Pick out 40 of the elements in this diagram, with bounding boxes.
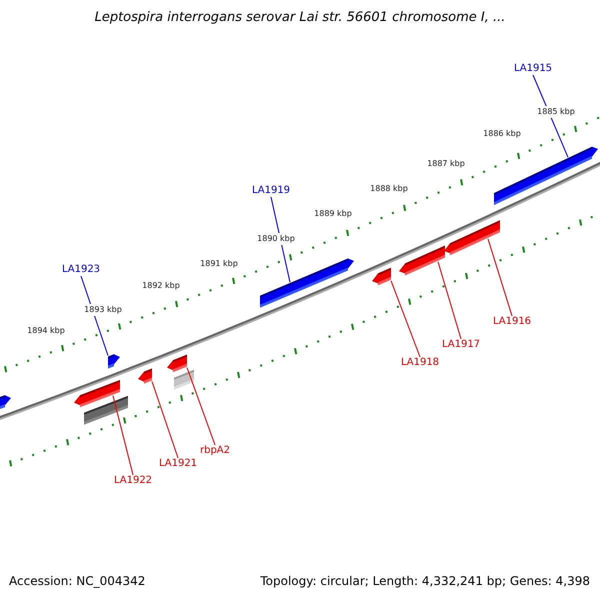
gene-feature xyxy=(108,354,120,369)
gene-feature xyxy=(84,396,128,425)
gene-label: LA1916 xyxy=(492,316,532,328)
gene-feature xyxy=(399,246,445,276)
gene-feature xyxy=(0,395,11,409)
gene-label: rbpA2 xyxy=(200,445,230,457)
scale-label: 1885 kbp xyxy=(537,106,575,118)
leader-line xyxy=(112,395,134,476)
gene-label: LA1923 xyxy=(62,264,100,276)
gene-feature xyxy=(444,220,500,256)
scale-label: 1893 kbp xyxy=(84,304,122,316)
gene-label: LA1917 xyxy=(442,339,480,351)
gene-feature xyxy=(174,370,194,390)
scale-label: 1892 kbp xyxy=(142,280,180,292)
leader-line xyxy=(152,381,178,458)
gene-label: LA1921 xyxy=(158,458,198,470)
gene-label: LA1915 xyxy=(514,63,552,75)
gene-label: LA1922 xyxy=(114,475,152,487)
gene-feature xyxy=(167,354,187,372)
scale-label: 1889 kbp xyxy=(314,208,352,220)
gene-label: LA1918 xyxy=(400,357,440,369)
leader-line xyxy=(80,276,108,356)
gene-feature xyxy=(260,258,354,308)
gene-label: LA1919 xyxy=(252,185,290,197)
scale-label: 1888 kbp xyxy=(370,183,408,195)
summary-text: Topology: circular; Length: 4,332,241 bp; Genes: 4,398 xyxy=(260,575,590,587)
leader-line xyxy=(488,238,512,316)
scale-label: 1886 kbp xyxy=(483,128,521,140)
map-title: Leptospira interrogans serovar Lai str. 56601 chromosome I, ... xyxy=(94,10,506,26)
gene-feature xyxy=(138,368,152,384)
gene-feature xyxy=(494,146,598,206)
gene-feature xyxy=(372,268,391,286)
leader-line xyxy=(438,261,462,340)
scale-label: 1887 kbp xyxy=(427,158,465,170)
accession-text: Accession: NC_004342 xyxy=(9,575,146,587)
scale-label: 1894 kbp xyxy=(27,325,65,337)
scale-label: 1891 kbp xyxy=(200,258,238,270)
scale-label: 1890 kbp xyxy=(257,233,295,245)
leader-line xyxy=(390,280,420,358)
leader-line xyxy=(186,367,216,446)
